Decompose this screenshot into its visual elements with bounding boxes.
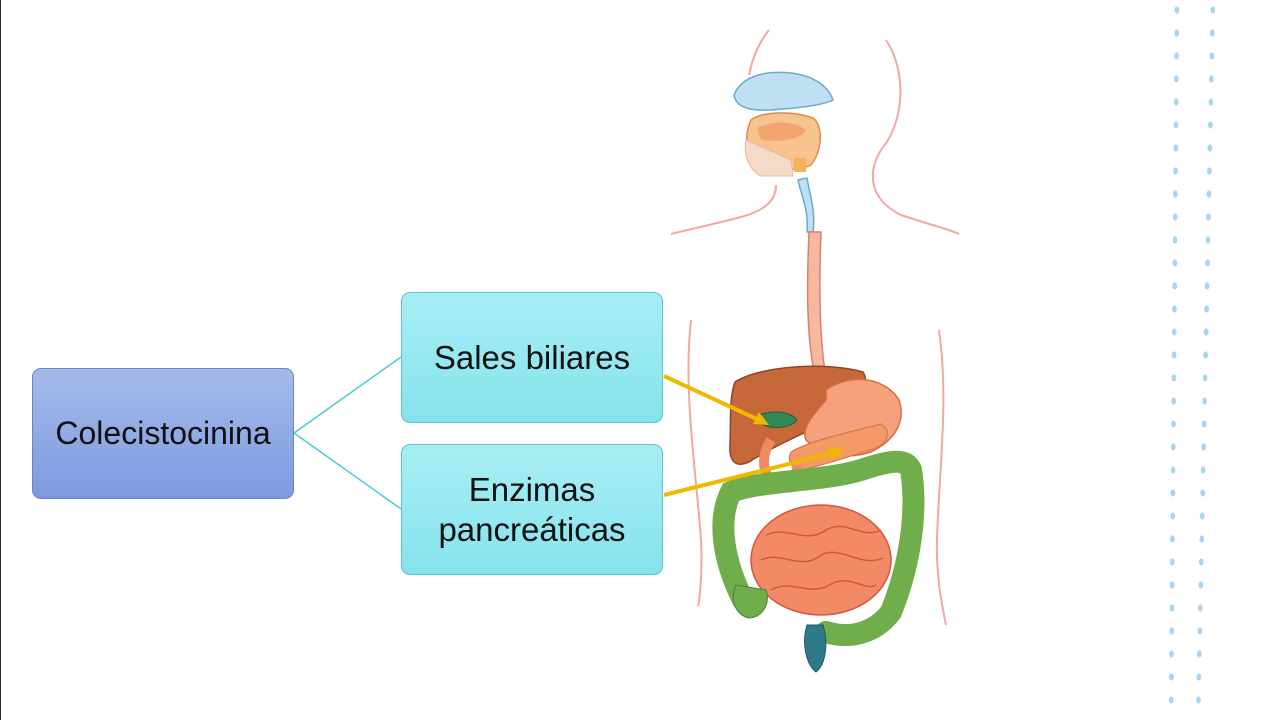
rectum [804, 624, 827, 673]
decorative-dot [1170, 512, 1176, 520]
decorative-dot [1169, 627, 1175, 635]
gallbladder [760, 411, 798, 428]
decorative-dot [1207, 167, 1212, 175]
decorative-dot [1201, 420, 1207, 428]
sales-biliares-label: Sales biliares [433, 338, 631, 376]
decorative-dot [1207, 121, 1213, 129]
decorative-dot [1170, 535, 1175, 543]
decorative-dot [1196, 650, 1202, 658]
decorative-dot [1197, 604, 1203, 612]
decorative-dot [1196, 696, 1201, 704]
decorative-dot [1209, 29, 1215, 37]
decorative-dot [1174, 52, 1179, 60]
enzimas-pancreaticas-label: Enzimas pancreáticas [438, 470, 626, 548]
decorative-dot [1171, 420, 1176, 428]
decorative-dot [1170, 466, 1176, 474]
decorative-dot [1172, 282, 1178, 290]
small-intestine [750, 504, 892, 616]
decorative-dot [1203, 328, 1209, 336]
body-outline [670, 29, 960, 626]
large-intestine [712, 450, 925, 647]
decorative-dot [1202, 397, 1208, 405]
decorative-dot [1169, 604, 1175, 612]
enzimas-pancreaticas-box: Enzimas pancreáticas [401, 444, 663, 575]
head-structures [733, 71, 834, 233]
decorative-dot [1208, 75, 1214, 83]
decorative-dot [1210, 6, 1216, 14]
indicator-arrows [663, 374, 845, 497]
decorative-dot [1172, 259, 1178, 267]
decorative-dot [1209, 52, 1215, 60]
decorative-dot [1205, 259, 1210, 267]
decorative-dot [1202, 374, 1208, 382]
decorative-dot [1171, 397, 1177, 405]
decorative-dot [1203, 351, 1209, 359]
decorative-dot [1172, 305, 1177, 313]
decorative-dot [1174, 29, 1180, 37]
decorative-dot [1173, 121, 1179, 129]
decorative-dot [1198, 558, 1204, 566]
decorative-dot [1198, 581, 1204, 589]
decorative-dot [1205, 236, 1211, 244]
decorative-dot [1173, 98, 1179, 106]
decorative-dot [1172, 213, 1178, 221]
decorative-dot [1201, 443, 1207, 451]
decorative-dot [1168, 673, 1174, 681]
arrow-to-gallbladder [663, 374, 760, 422]
sales-biliares-box: Sales biliares [401, 292, 663, 423]
decorative-dot [1169, 581, 1175, 589]
decorative-dot [1197, 627, 1203, 635]
decorative-dot [1173, 144, 1179, 152]
decorative-dot [1171, 351, 1177, 359]
decorative-dot [1170, 443, 1176, 451]
decorative-dot [1204, 305, 1209, 313]
decorative-dot [1196, 673, 1202, 681]
decorative-dot [1170, 489, 1176, 497]
decorative-dot [1172, 236, 1178, 244]
decorative-dot [1207, 144, 1213, 152]
decorative-dot [1208, 98, 1214, 106]
decorative-dot [1199, 512, 1205, 520]
digestive-system-illustration [663, 29, 960, 673]
cecum [732, 584, 768, 619]
colecistocinina-label: Colecistocinina [55, 415, 271, 452]
decorative-dot [1169, 650, 1174, 658]
arrowhead-pancreas [828, 447, 845, 460]
esophagus [806, 231, 826, 373]
decorative-dot [1204, 282, 1210, 290]
decorative-dot [1173, 167, 1178, 175]
decorative-dot [1168, 696, 1174, 704]
decorative-dot [1206, 190, 1212, 198]
decorative-dot [1200, 466, 1206, 474]
arrowhead-gallbladder [753, 412, 769, 425]
connector-to-enzimas-pancreaticas [293, 432, 402, 510]
connector-to-sales-biliares [293, 356, 402, 434]
decorative-dot [1173, 75, 1179, 83]
decorative-dot [1169, 558, 1175, 566]
decorative-dot [1200, 489, 1206, 497]
decorative-dot [1206, 213, 1211, 221]
colecistocinina-box: Colecistocinina [32, 368, 294, 499]
decorative-dot [1171, 328, 1177, 336]
decorative-dot [1174, 6, 1180, 14]
decorative-dot [1199, 535, 1205, 543]
decorative-dot [1171, 374, 1177, 382]
decorative-dotted-lines [1168, 6, 1216, 704]
decorative-dot [1172, 190, 1178, 198]
arrow-to-pancreas [663, 451, 834, 497]
